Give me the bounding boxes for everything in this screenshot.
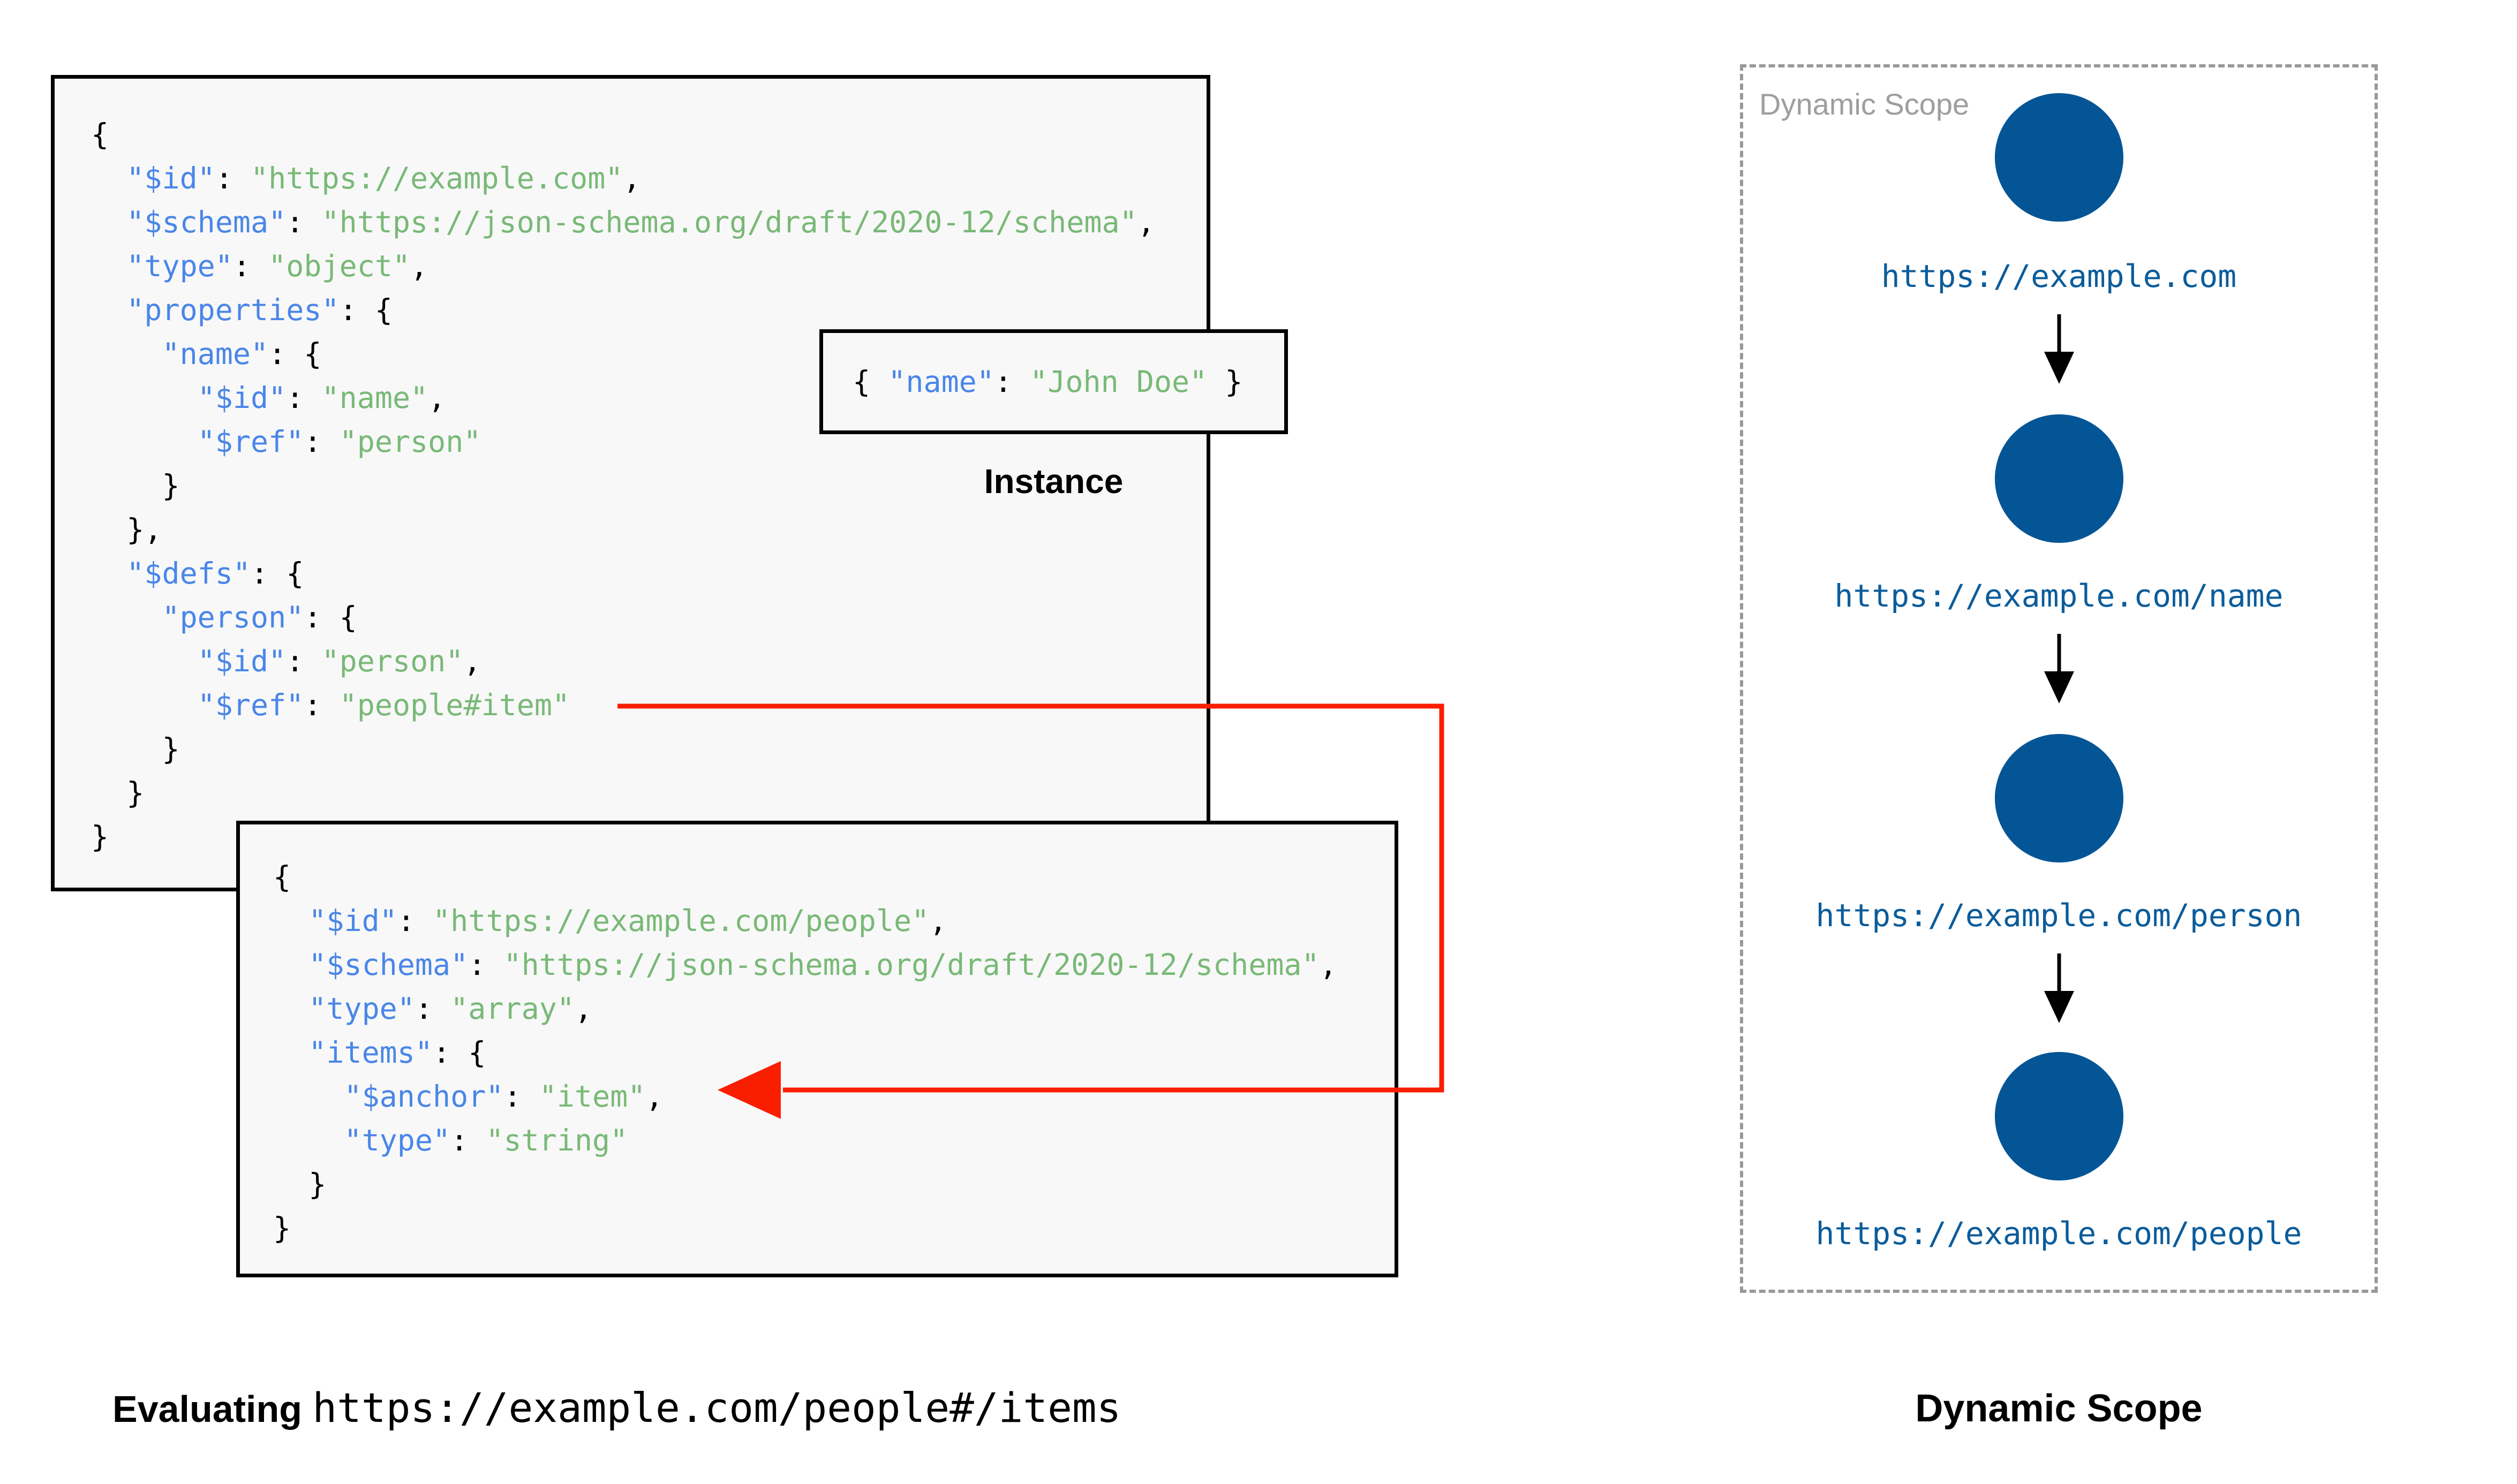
scope-node-url-label: https://example.com/person <box>1815 897 2302 934</box>
scope-node-url-label: https://example.com/name <box>1834 578 2284 614</box>
down-arrow-icon <box>2044 634 2074 703</box>
people-schema-box: { "$id": "https://example.com/people", "… <box>236 821 1398 1277</box>
instance-json-code: { "name": "John Doe" } <box>853 365 1243 399</box>
instance-box: { "name": "John Doe" } <box>819 329 1288 434</box>
scope-node-circle <box>1994 1052 2123 1180</box>
scope-node-circle <box>1994 734 2123 862</box>
evaluating-caption-bold: Evaluating <box>112 1388 302 1430</box>
dynamic-scope-panel-title: Dynamic Scope <box>1759 87 1970 121</box>
root-schema-json-code: { "$id": "https://example.com", "$schema… <box>91 117 1155 854</box>
scope-node-url-label: https://example.com/people <box>1815 1215 2302 1252</box>
scope-node-circle <box>1994 93 2123 222</box>
down-arrow-icon <box>2044 953 2074 1023</box>
scope-node-url-label: https://example.com <box>1881 258 2237 294</box>
people-schema-json-code: { "$id": "https://example.com/people", "… <box>273 860 1337 1245</box>
down-arrow-icon <box>2044 314 2074 384</box>
instance-label: Instance <box>984 462 1124 501</box>
scope-node-circle <box>1994 414 2123 543</box>
evaluating-caption: Evaluating https://example.com/people#/i… <box>112 1384 1121 1433</box>
evaluating-caption-uri: https://example.com/people#/items <box>312 1384 1121 1432</box>
dynamic-scope-caption: Dynamic Scope <box>1915 1387 2203 1430</box>
dynamic-scope-panel: Dynamic Scope https://example.com https:/… <box>1740 64 2378 1293</box>
